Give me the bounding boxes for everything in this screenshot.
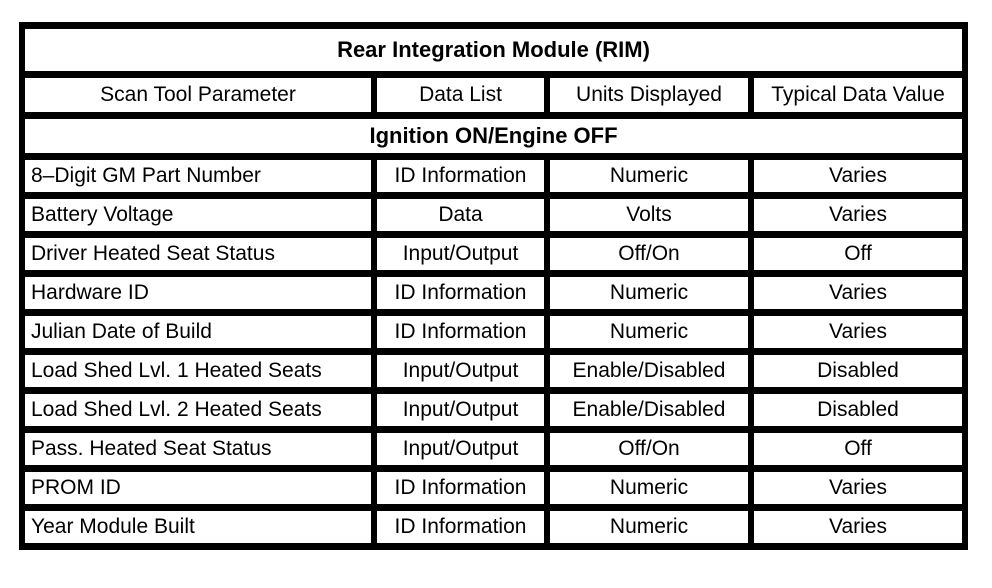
cell-units: Numeric <box>544 504 754 550</box>
cell-typical-value: Varies <box>747 504 969 550</box>
cell-parameter: Hardware ID <box>19 270 377 316</box>
column-header-scan-tool-parameter: Scan Tool Parameter <box>19 71 377 119</box>
cell-units: Numeric <box>544 309 754 355</box>
column-header-typical-data-value: Typical Data Value <box>747 71 969 119</box>
table-row: Battery Voltage Data Volts Varies <box>19 192 969 238</box>
cell-data-list: ID Information <box>371 309 550 355</box>
cell-typical-value: Off <box>747 231 969 277</box>
cell-data-list: ID Information <box>371 270 550 316</box>
section-header: Ignition ON/Engine OFF <box>18 112 969 160</box>
column-header-units-displayed: Units Displayed <box>544 71 754 119</box>
cell-typical-value: Disabled <box>747 387 969 433</box>
cell-units: Volts <box>544 192 754 238</box>
cell-typical-value: Varies <box>747 192 969 238</box>
cell-parameter: Driver Heated Seat Status <box>19 231 377 277</box>
cell-units: Enable/Disabled <box>544 387 754 433</box>
table-row: Year Module Built ID Information Numeric… <box>19 504 969 550</box>
cell-parameter: Julian Date of Build <box>19 309 377 355</box>
cell-data-list: Input/Output <box>371 348 550 394</box>
rim-data-table: Rear Integration Module (RIM) Scan Tool … <box>18 22 969 550</box>
cell-data-list: Input/Output <box>371 426 550 472</box>
cell-typical-value: Varies <box>747 465 969 511</box>
table-row: PROM ID ID Information Numeric Varies <box>19 465 969 511</box>
table-body: 8–Digit GM Part Number ID Information Nu… <box>19 153 969 550</box>
cell-typical-value: Varies <box>747 309 969 355</box>
cell-parameter: PROM ID <box>19 465 377 511</box>
cell-typical-value: Varies <box>747 153 969 199</box>
column-header-data-list: Data List <box>371 71 550 119</box>
cell-typical-value: Disabled <box>747 348 969 394</box>
cell-typical-value: Varies <box>747 270 969 316</box>
title-row: Rear Integration Module (RIM) <box>18 22 969 78</box>
cell-units: Numeric <box>544 153 754 199</box>
rim-table-container: Rear Integration Module (RIM) Scan Tool … <box>18 22 969 550</box>
cell-units: Numeric <box>544 465 754 511</box>
table-row: Julian Date of Build ID Information Nume… <box>19 309 969 355</box>
cell-parameter: Pass. Heated Seat Status <box>19 426 377 472</box>
table-row: Driver Heated Seat Status Input/Output O… <box>19 231 969 277</box>
table-row: Load Shed Lvl. 1 Heated Seats Input/Outp… <box>19 348 969 394</box>
cell-typical-value: Off <box>747 426 969 472</box>
table-row: Pass. Heated Seat Status Input/Output Of… <box>19 426 969 472</box>
section-row: Ignition ON/Engine OFF <box>18 112 969 160</box>
cell-parameter: Battery Voltage <box>19 192 377 238</box>
cell-data-list: ID Information <box>371 153 550 199</box>
table-row: 8–Digit GM Part Number ID Information Nu… <box>19 153 969 199</box>
cell-parameter: Year Module Built <box>19 504 377 550</box>
cell-units: Numeric <box>544 270 754 316</box>
table-title: Rear Integration Module (RIM) <box>18 22 969 78</box>
table-row: Hardware ID ID Information Numeric Varie… <box>19 270 969 316</box>
cell-units: Off/On <box>544 426 754 472</box>
cell-data-list: Input/Output <box>371 387 550 433</box>
cell-units: Off/On <box>544 231 754 277</box>
cell-data-list: Data <box>371 192 550 238</box>
cell-units: Enable/Disabled <box>544 348 754 394</box>
cell-data-list: Input/Output <box>371 231 550 277</box>
column-header-row: Scan Tool Parameter Data List Units Disp… <box>19 71 969 119</box>
cell-data-list: ID Information <box>371 504 550 550</box>
cell-parameter: 8–Digit GM Part Number <box>19 153 377 199</box>
cell-parameter: Load Shed Lvl. 2 Heated Seats <box>19 387 377 433</box>
cell-data-list: ID Information <box>371 465 550 511</box>
cell-parameter: Load Shed Lvl. 1 Heated Seats <box>19 348 377 394</box>
table-row: Load Shed Lvl. 2 Heated Seats Input/Outp… <box>19 387 969 433</box>
